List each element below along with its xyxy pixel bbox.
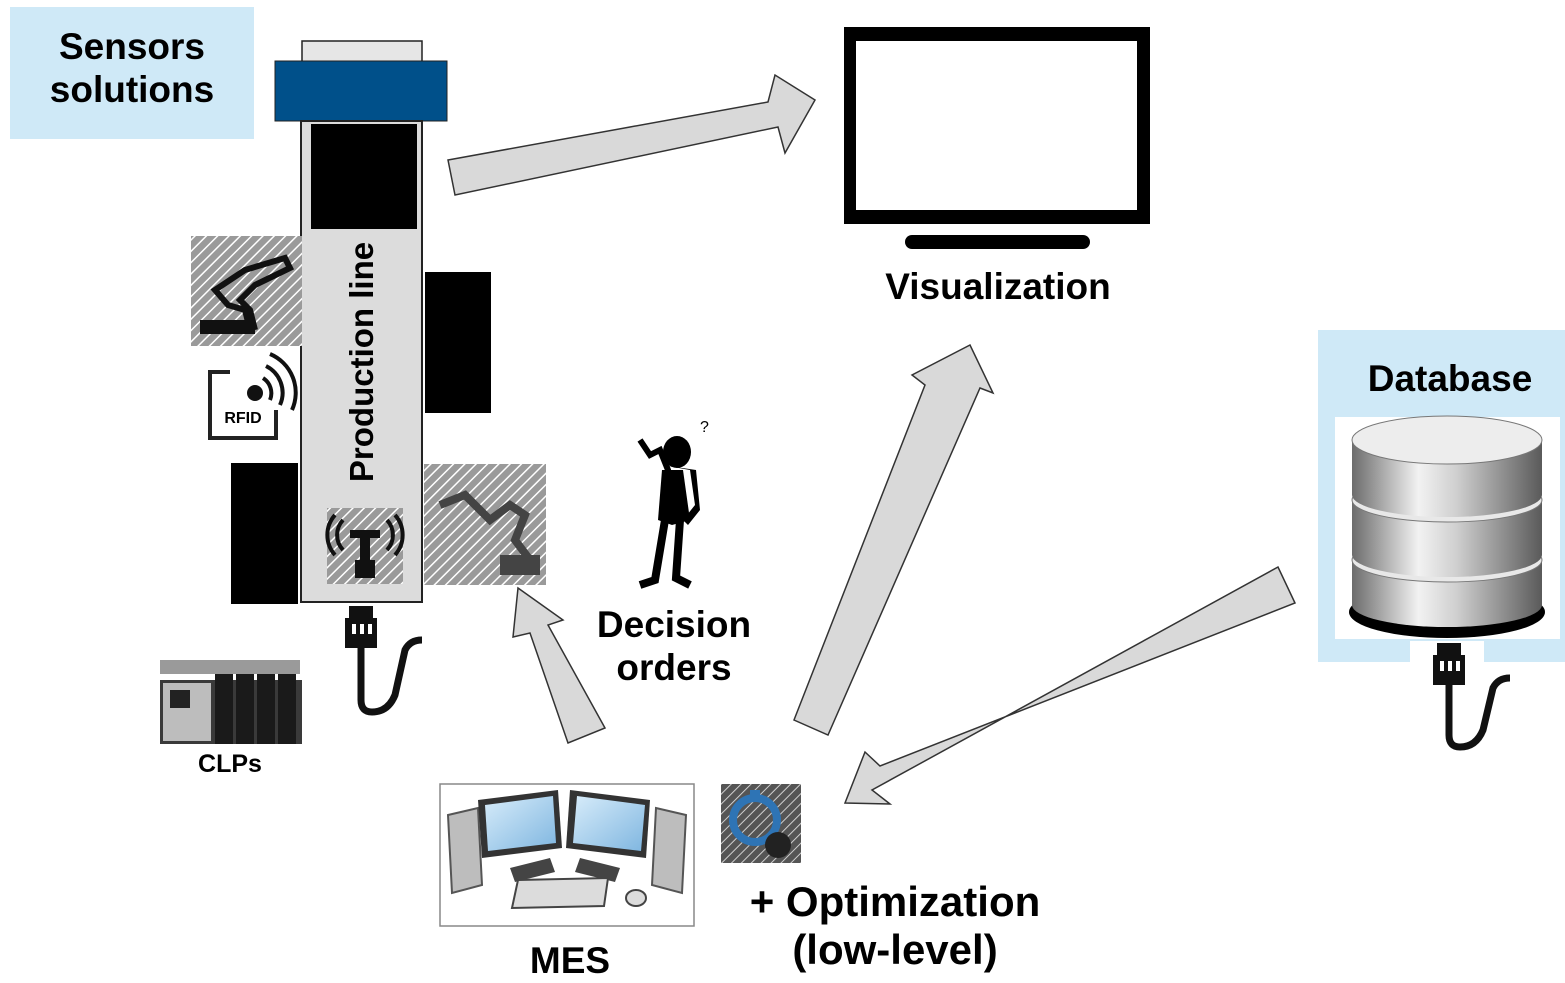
side-block-left [231, 463, 298, 604]
ethernet-cable-icon [1410, 641, 1511, 751]
svg-text:?: ? [700, 419, 709, 436]
sensors-label: Sensors solutions [49, 26, 215, 110]
robot-arm-icon [191, 236, 302, 346]
sensors-label-box [10, 7, 254, 139]
rfid-icon [208, 352, 298, 440]
visualization-label: Visualization [885, 266, 1111, 300]
conveyor-cap [274, 60, 448, 122]
clps-label: CLPs [198, 750, 262, 778]
ethernet-cable-icon [345, 606, 423, 716]
production-line-label: Production line [343, 241, 381, 483]
database-icon [1335, 415, 1560, 639]
arrow-mes-to-visualization [793, 343, 995, 736]
mes-label: MES [529, 940, 611, 981]
sensor-antenna-icon [325, 508, 405, 584]
arrow-database-to-optimization [843, 565, 1297, 805]
database-label: Database [1367, 358, 1533, 399]
decision-orders-label: Decision orders [596, 604, 752, 688]
arrow-to-visualization [447, 73, 817, 196]
thinking-person-icon: ? [637, 419, 709, 589]
mes-computers-icon [439, 783, 695, 927]
conveyor-block [311, 124, 417, 229]
optimization-label: + Optimization (low-level) [749, 878, 1041, 974]
side-block-right [425, 272, 491, 413]
monitor-icon [844, 27, 1150, 249]
plc-icon [160, 660, 302, 744]
arrow-mes-to-production [512, 586, 607, 744]
conveyor-top [301, 40, 423, 64]
optimization-gear-icon [721, 784, 801, 863]
rfid-label: RFID [224, 410, 262, 427]
robot-arm-icon [424, 464, 546, 585]
